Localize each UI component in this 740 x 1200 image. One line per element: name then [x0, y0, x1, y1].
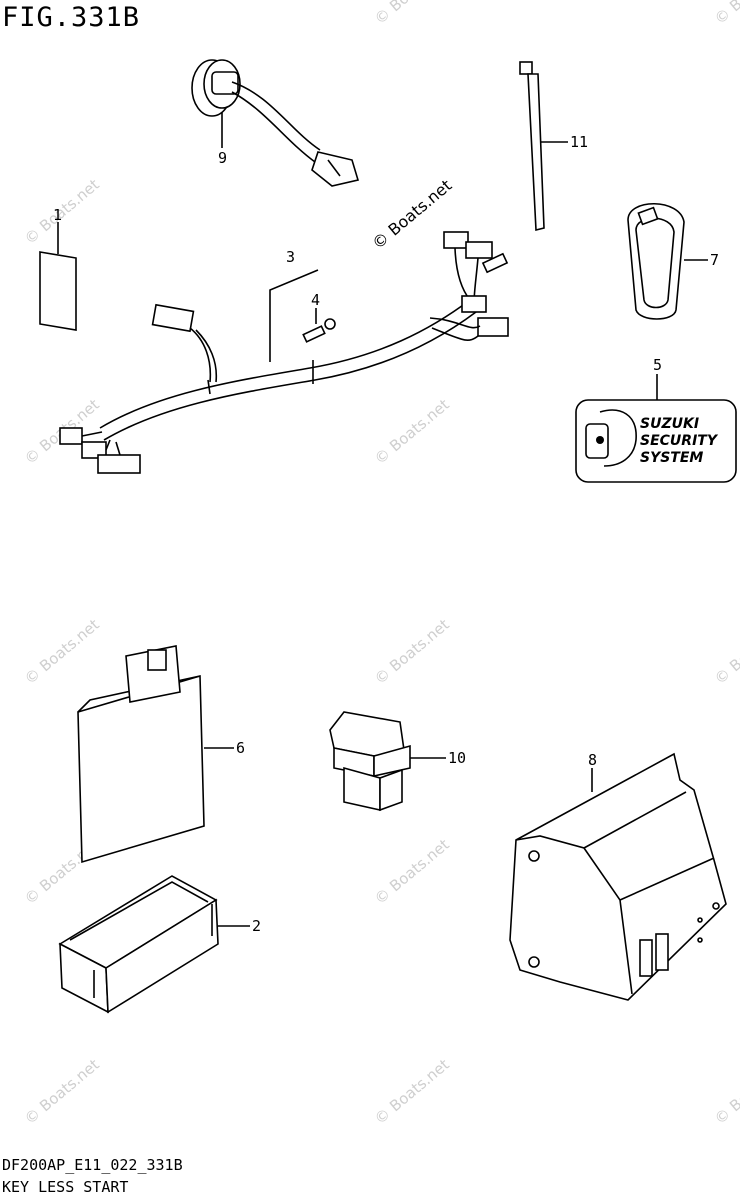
- part-8-bracket: 8: [509, 751, 727, 1001]
- watermark: © Boats.net: [371, 395, 453, 468]
- watermark: © Boats.net: [711, 0, 740, 28]
- callout-11: 11: [570, 133, 588, 151]
- watermark: © Boats.net: [21, 615, 103, 688]
- label-line-1: SUZUKI: [640, 416, 699, 432]
- watermark-center: © Boats.net: [368, 176, 455, 253]
- watermark: © Boats.net: [711, 1055, 740, 1128]
- callout-3: 3: [286, 248, 295, 266]
- label-line-2: SECURITY: [640, 433, 719, 449]
- watermark: © Boats.net: [371, 0, 453, 28]
- part-11-cable-tie: 11: [519, 61, 588, 232]
- watermark: © Boats.net: [21, 1055, 103, 1128]
- callout-6: 6: [236, 739, 245, 757]
- part-1-sheet: 1: [39, 206, 77, 331]
- part-9-connector: 9: [191, 59, 360, 187]
- label-line-3: SYSTEM: [640, 450, 703, 466]
- callout-10: 10: [448, 749, 466, 767]
- callout-2: 2: [252, 917, 261, 935]
- figure-subtitle: KEY LESS START: [2, 1178, 129, 1196]
- part-10-switch: 10: [329, 711, 466, 812]
- figure-title: FIG.331B: [2, 2, 141, 33]
- callout-4: 4: [311, 291, 320, 309]
- part-2-holder: 2: [58, 875, 261, 1014]
- figure-code: DF200AP_E11_022_331B: [2, 1156, 183, 1174]
- part-6-module: 6: [77, 645, 245, 864]
- part-4-bolt: 4: [302, 291, 336, 343]
- watermark: © Boats.net: [371, 835, 453, 908]
- watermark: © Boats.net: [371, 1055, 453, 1128]
- callout-5: 5: [653, 356, 662, 374]
- part-7-key-fob: 7: [627, 202, 719, 320]
- watermark: © Boats.net: [371, 615, 453, 688]
- watermark: © Boats.net: [711, 615, 740, 688]
- part-5-label: SUZUKI SECURITY SYSTEM 5: [575, 356, 737, 483]
- callout-7: 7: [710, 251, 719, 269]
- callout-1: 1: [53, 206, 62, 224]
- part-3-wire-harness: 3: [59, 231, 509, 474]
- callout-9: 9: [218, 149, 227, 167]
- callout-8: 8: [588, 751, 597, 769]
